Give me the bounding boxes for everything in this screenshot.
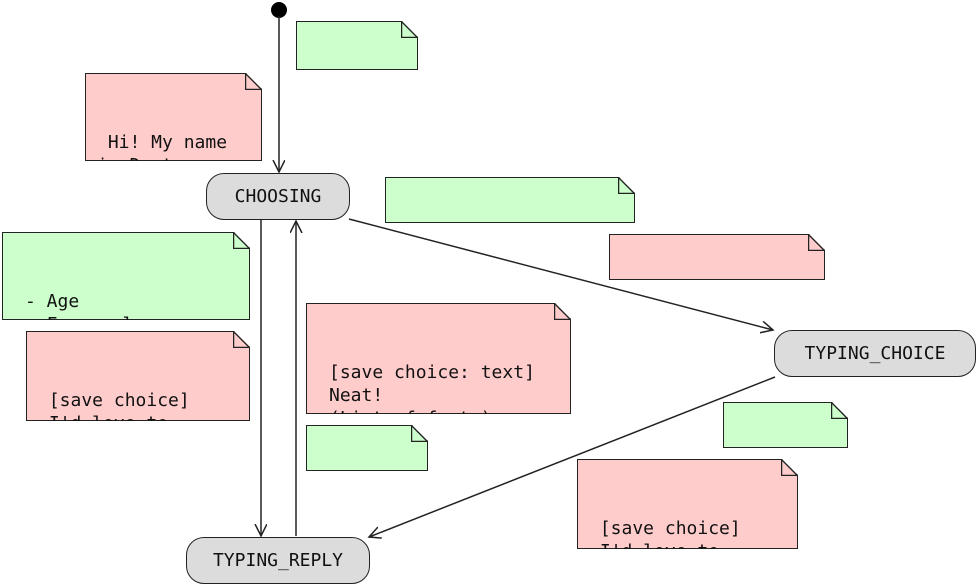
state-label: TYPING_REPLY [212, 550, 344, 571]
note-fold-icon [808, 234, 825, 251]
note-fold-icon [401, 21, 418, 38]
note-fold-icon [233, 331, 250, 348]
edge-choosing-to-typing-choice [348, 218, 773, 330]
state-label: CHOOSING [234, 186, 322, 207]
note-text-right: (text) [723, 402, 848, 448]
note-something-else: Something else... [385, 177, 635, 223]
note-save-choice-text: [save choice: text] Neat! (List of facts… [306, 303, 571, 414]
note-fold-icon [831, 402, 848, 419]
note-fold-icon [781, 459, 798, 476]
note-fold-icon [554, 303, 571, 320]
initial-state-dot [271, 2, 287, 18]
note-fold-icon [618, 177, 635, 194]
note-save-choice-right: [save choice] I'd love to hear about tha… [577, 459, 798, 549]
note-start: /start [296, 21, 418, 70]
note-fold-icon [233, 232, 250, 249]
state-typing-reply: TYPING_REPLY [186, 537, 370, 584]
note-fold-icon [411, 425, 428, 442]
state-choosing: CHOOSING [206, 173, 350, 220]
state-label: TYPING_CHOICE [804, 343, 946, 364]
edge-typing-choice-to-typing-reply [369, 376, 776, 537]
note-what-category: What category? [609, 234, 825, 280]
note-fold-icon [245, 73, 262, 90]
state-typing-choice: TYPING_CHOICE [774, 330, 976, 377]
note-greeting: Hi! My name is Doctor Botter... [85, 73, 262, 161]
note-text-left: (text) [306, 425, 428, 471]
note-categories: - Age - Fav. colour - Nr. of siblings [2, 232, 250, 320]
note-save-choice-left: [save choice] I'd love to hear about tha… [26, 331, 250, 421]
